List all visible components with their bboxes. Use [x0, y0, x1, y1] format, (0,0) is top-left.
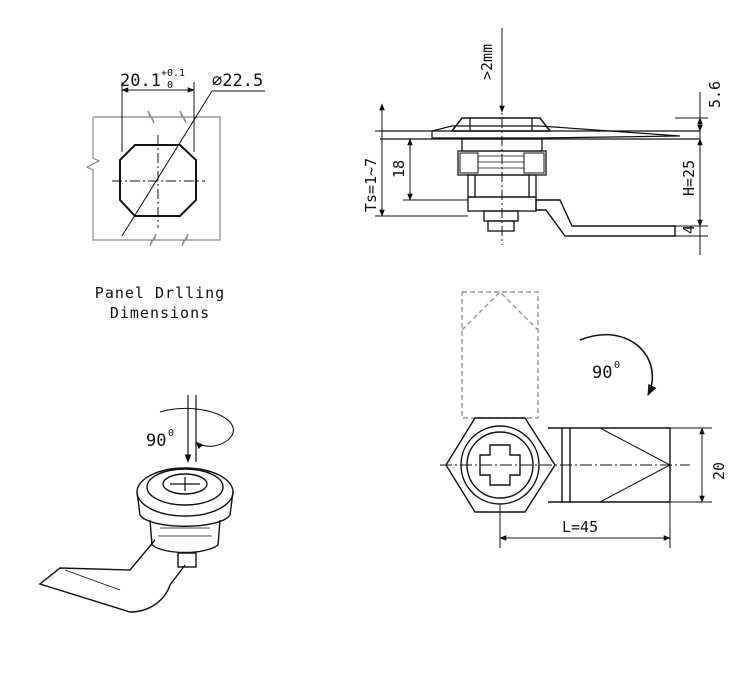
- panel-width-dimension: 20.1: [120, 71, 161, 91]
- rotation-arrow: [579, 333, 657, 397]
- dimension-5-6-label: 5.6: [706, 81, 724, 108]
- front-rotation-unit: 0: [614, 360, 620, 371]
- key-cross-slot: [479, 444, 521, 486]
- iso-rotation-unit: 0: [168, 428, 174, 439]
- panel-width-tol-lower: 0: [167, 80, 173, 91]
- panel-width-tol-upper: +0.1: [161, 68, 185, 79]
- panel-drilling-caption-line2: Dimensions: [109, 304, 211, 322]
- dimension-l-label: L=45: [562, 518, 598, 536]
- front-rotation-value: 90: [592, 363, 612, 383]
- front-view: [440, 291, 712, 548]
- dimension-4-label: 4: [680, 225, 698, 234]
- panel-drilling-caption-line1: Panel Drlling: [94, 284, 226, 302]
- drill-cutout: [119, 144, 197, 217]
- panel-diameter-dimension: ⌀22.5: [212, 71, 263, 91]
- isometric-view: [38, 395, 234, 613]
- side-view: [375, 28, 708, 255]
- iso-rotation-value: 90: [146, 431, 166, 451]
- panel-drilling-view: [85, 82, 265, 247]
- dimension-h-label: H=25: [680, 160, 698, 196]
- dimension-20-label: 20: [710, 462, 728, 480]
- dimension-18-label: 18: [390, 160, 408, 178]
- clearance-label: >2mm: [478, 44, 496, 80]
- thickness-range-label: Ts=1~7: [362, 158, 380, 212]
